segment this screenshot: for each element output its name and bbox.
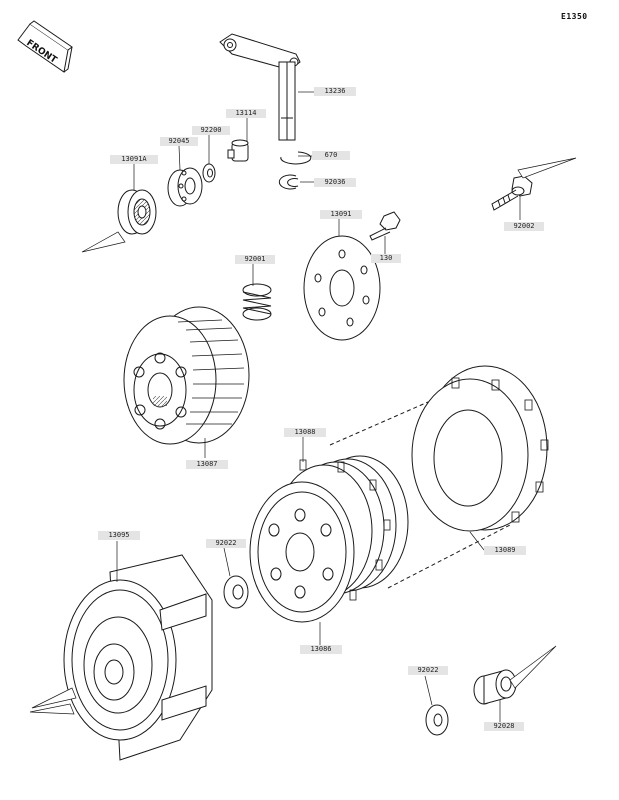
leader-lines	[29, 91, 577, 722]
part-label-13236[interactable]: 13236	[314, 87, 356, 96]
front-arrow-icon: FRONT	[17, 20, 73, 73]
part-label-92045[interactable]: 92045	[160, 137, 198, 146]
part-label-92028[interactable]: 92028	[484, 722, 524, 731]
spring-92001	[242, 283, 272, 321]
washer-92200	[202, 163, 216, 183]
part-label-670[interactable]: 670	[312, 151, 350, 160]
bearing-92045	[167, 167, 203, 207]
part-label-92200[interactable]: 92200	[192, 126, 230, 135]
clutch-hub-13087	[123, 306, 250, 445]
part-label-13114[interactable]: 13114	[226, 109, 266, 118]
clutch-housing-13095	[63, 554, 213, 761]
snap-ring-92036	[278, 174, 299, 190]
part-label-13086[interactable]: 13086	[300, 645, 342, 654]
pressure-disk-13086	[249, 481, 355, 623]
part-label-130[interactable]: 130	[371, 254, 401, 263]
pin-13114	[227, 139, 249, 162]
part-label-13089[interactable]: 13089	[484, 546, 526, 555]
part-label-13095[interactable]: 13095	[98, 531, 140, 540]
part-label-92036[interactable]: 92036	[314, 178, 356, 187]
part-label-92001[interactable]: 92001	[235, 255, 275, 264]
pressure-plate-13091	[303, 235, 381, 341]
washer-92022-upper	[223, 575, 249, 609]
part-label-92022-upper[interactable]: 92022	[206, 539, 246, 548]
diagram-code: E1350	[561, 12, 588, 21]
part-label-13091[interactable]: 13091	[320, 210, 362, 219]
part-label-13091A[interactable]: 13091A	[110, 155, 158, 164]
bolt-92002	[491, 175, 533, 211]
part-label-13087[interactable]: 13087	[186, 460, 228, 469]
part-label-13088[interactable]: 13088	[284, 428, 326, 437]
shift-shaft-13236	[219, 33, 301, 141]
part-label-92022-lower[interactable]: 92022	[408, 666, 448, 675]
pusher-13091A	[117, 189, 157, 235]
bolt-130	[369, 211, 401, 241]
collar-92028	[473, 669, 517, 705]
washer-92022-lower	[425, 704, 449, 736]
circlip-670	[280, 151, 312, 165]
plate-13089	[329, 365, 549, 589]
part-label-92002[interactable]: 92002	[504, 222, 544, 231]
